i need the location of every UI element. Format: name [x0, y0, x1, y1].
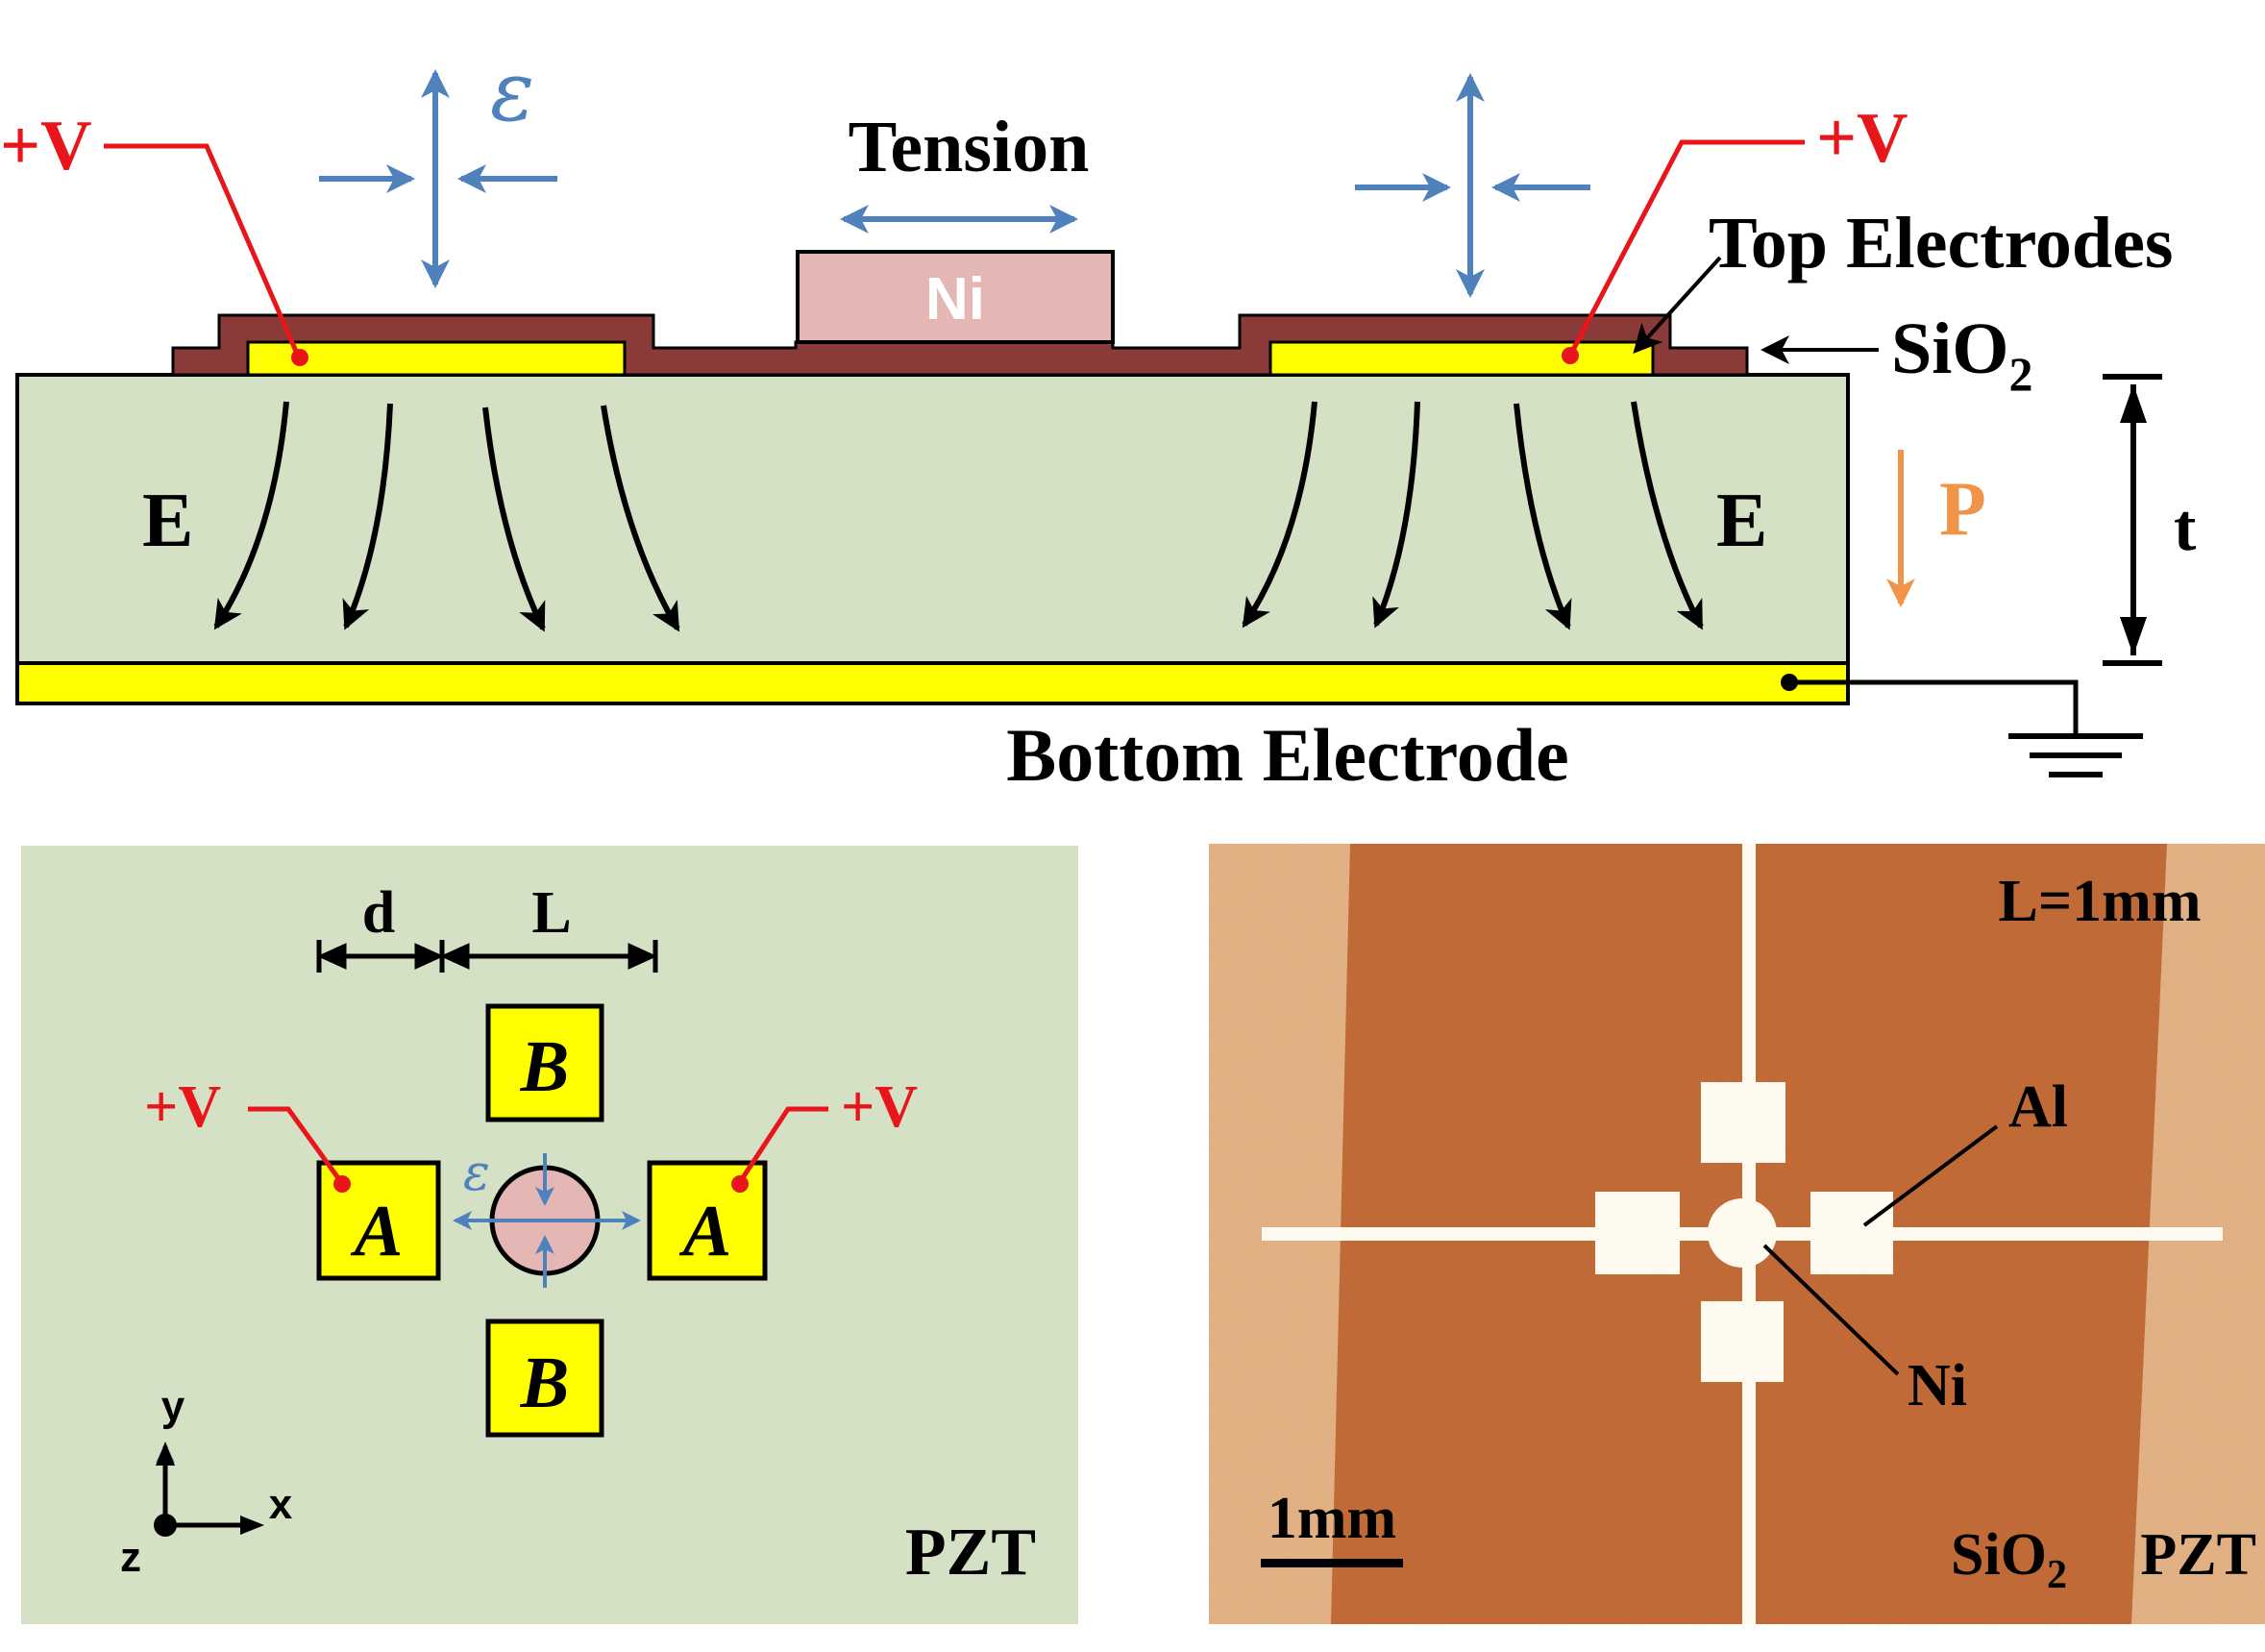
pad-b-bottom-label: B — [520, 1343, 570, 1423]
axis-x-label: x — [269, 1481, 293, 1528]
bottom-electrode — [15, 661, 1850, 705]
photo-sio2-label: SiO2 — [1951, 1522, 2067, 1597]
al-pad-left — [1595, 1192, 1680, 1274]
top-view-schematic: d L B B A A ε +V +V — [21, 846, 1078, 1624]
top-electrode-right — [1268, 340, 1655, 377]
voltage-left-wire — [104, 143, 301, 357]
bottom-electrode-label: Bottom Electrode — [1006, 713, 1569, 797]
photo-ni-label: Ni — [1908, 1353, 1967, 1418]
pzt-substrate — [15, 373, 1850, 665]
polarization-label: P — [1939, 467, 1986, 552]
top-view-material-label: PZT — [905, 1516, 1036, 1590]
photo-size-label: L=1mm — [1999, 869, 2202, 934]
top-view-strain-symbol: ε — [463, 1145, 490, 1202]
ni-pointer — [1762, 1244, 1900, 1376]
dimension-bars — [316, 940, 658, 973]
tension-label: Tension — [849, 107, 1090, 187]
voltage-left-label: +V — [0, 107, 92, 185]
device-photo: L=1mm Al Ni 1mm SiO2 PZT — [1209, 844, 2265, 1624]
top-electrodes-label: Top Electrodes — [1709, 203, 2174, 284]
photo-ni-disk — [1708, 1198, 1777, 1268]
thickness-dimension — [2103, 374, 2162, 666]
top-electrode-left — [246, 340, 627, 377]
top-view-voltage-left: +V — [144, 1074, 221, 1140]
top-view-wire-left — [248, 1106, 344, 1184]
pad-b-top — [485, 1003, 604, 1122]
axis-y-label: y — [161, 1383, 185, 1430]
photo-scale-label: 1mm — [1268, 1486, 1396, 1551]
dimension-l-label: L — [531, 880, 571, 946]
pad-a-right-label: A — [679, 1191, 732, 1271]
top-electrodes-pointer — [1633, 256, 1722, 354]
strain-symbol: ε — [490, 44, 534, 140]
top-view-contact-left — [333, 1175, 351, 1193]
top-view-contact-right — [731, 1175, 749, 1193]
photo-pzt-label: PZT — [2140, 1522, 2256, 1588]
al-traces — [1262, 844, 2223, 1624]
thickness-label: t — [2174, 491, 2196, 565]
al-pad-top — [1701, 1082, 1785, 1163]
voltage-right-wire — [1568, 139, 1805, 356]
field-label-left: E — [142, 479, 193, 563]
ni-label: Ni — [925, 266, 985, 333]
field-label-right: E — [1716, 479, 1767, 563]
ground-symbol — [1781, 674, 2143, 777]
pad-b-top-label: B — [520, 1026, 570, 1107]
top-view-wire-right — [737, 1106, 828, 1184]
scale-bar — [1261, 1559, 1403, 1567]
field-lines-left — [213, 401, 680, 632]
axis-triad — [154, 1442, 264, 1537]
ni-block — [796, 250, 1115, 344]
strain-arrows-left — [319, 69, 557, 288]
voltage-right-label: +V — [1816, 99, 1908, 178]
voltage-left-contact — [291, 349, 308, 366]
disk-strain-arrows — [453, 1153, 641, 1288]
voltage-right-contact — [1562, 347, 1579, 364]
sio2-label: SiO2 — [1891, 308, 2033, 401]
photo-al-label: Al — [2008, 1074, 2068, 1140]
al-pad-bottom — [1701, 1301, 1784, 1382]
field-lines-right — [1242, 401, 1704, 630]
pad-b-bottom — [485, 1319, 604, 1438]
dimension-d-label: d — [362, 880, 395, 946]
strain-arrows-right — [1355, 73, 1590, 298]
top-view-voltage-right: +V — [841, 1074, 918, 1140]
al-pad-right — [1810, 1192, 1893, 1274]
axis-z-label: z — [120, 1534, 141, 1581]
al-pointer — [1862, 1124, 1999, 1227]
cross-section: Ni ε Tension +V +V Top Electrodes — [0, 44, 2196, 797]
pad-a-left-label: A — [351, 1191, 404, 1271]
